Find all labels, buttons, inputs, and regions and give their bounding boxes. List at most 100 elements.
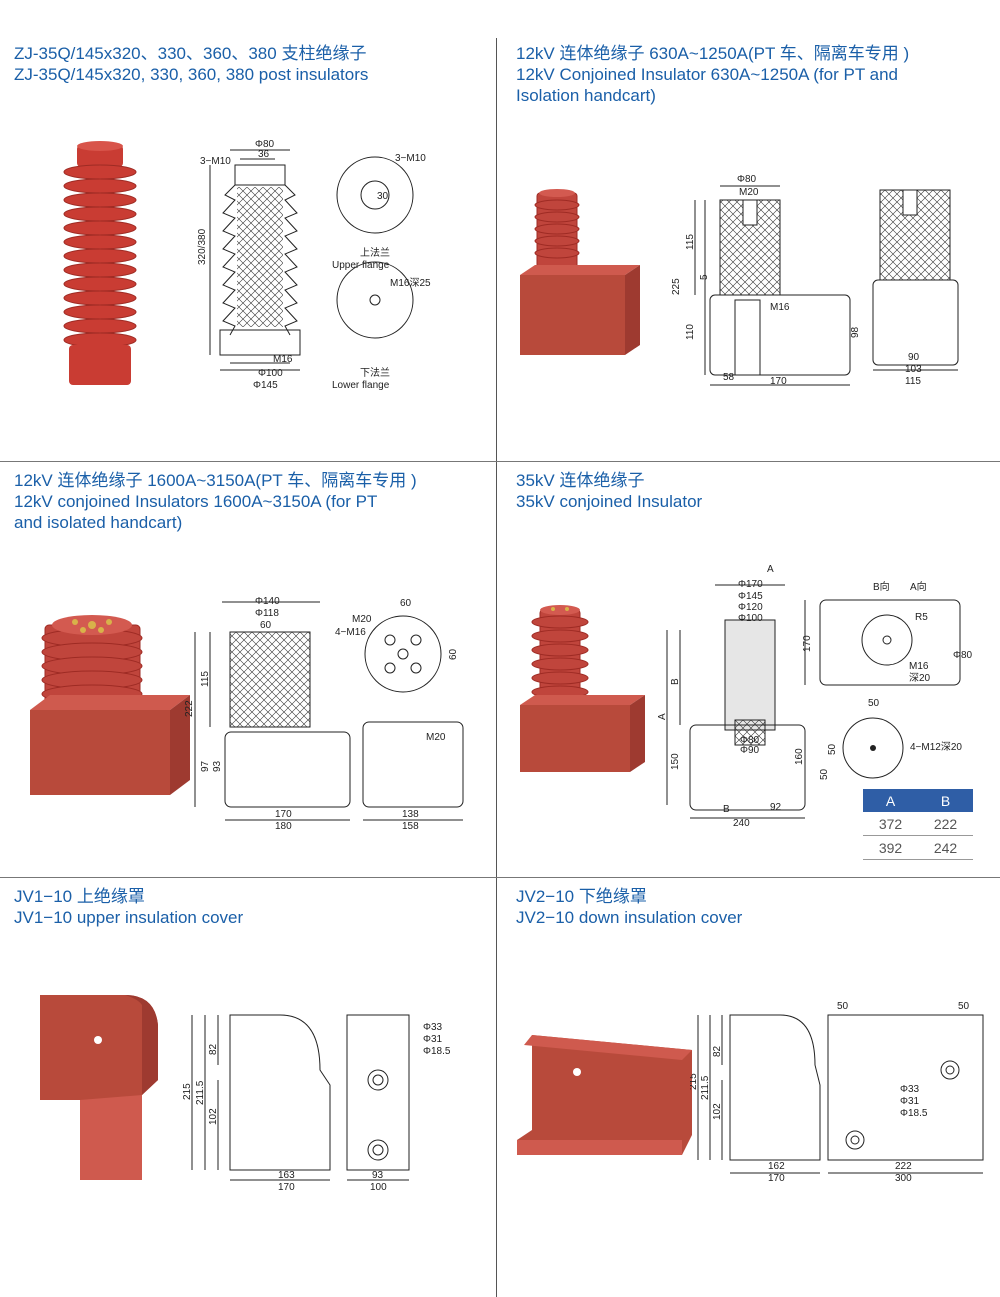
svg-text:3−M10: 3−M10 <box>200 156 231 167</box>
svg-text:58: 58 <box>723 372 735 383</box>
conjoined-insulator-35kv-drawing: A Φ170 Φ145 Φ120 Φ100 A B 150 Φ80 Φ90 16… <box>657 564 973 829</box>
svg-text:Φ145: Φ145 <box>253 380 278 391</box>
upper-cover-drawing: Φ33 Φ31 Φ18.5 82 215 211.5 102 163 170 9… <box>182 1014 451 1193</box>
svg-text:60: 60 <box>260 620 272 631</box>
svg-text:211.5: 211.5 <box>195 1080 206 1105</box>
svg-text:163: 163 <box>278 1170 295 1181</box>
svg-text:M20: M20 <box>352 614 372 625</box>
svg-text:50: 50 <box>837 1001 849 1012</box>
svg-text:Upper flange: Upper flange <box>332 260 390 271</box>
svg-text:100: 100 <box>370 1182 387 1193</box>
svg-text:93: 93 <box>372 1170 384 1181</box>
svg-text:A: A <box>767 564 774 575</box>
svg-text:M20: M20 <box>426 732 446 743</box>
upper-cover-photo <box>40 995 158 1180</box>
svg-text:115: 115 <box>905 376 921 387</box>
down-cover-photo <box>517 1035 692 1155</box>
svg-text:170: 170 <box>770 376 787 387</box>
svg-text:170: 170 <box>802 635 813 652</box>
svg-text:215: 215 <box>690 1073 699 1090</box>
svg-text:60: 60 <box>400 598 412 609</box>
svg-text:Φ90: Φ90 <box>740 745 760 756</box>
svg-text:170: 170 <box>768 1173 785 1184</box>
svg-text:138: 138 <box>402 809 419 820</box>
svg-text:240: 240 <box>733 818 750 829</box>
svg-text:98: 98 <box>850 326 861 338</box>
svg-text:Φ18.5: Φ18.5 <box>423 1046 451 1057</box>
svg-text:225: 225 <box>671 278 682 295</box>
svg-text:Φ80: Φ80 <box>737 174 757 185</box>
svg-text:Φ33: Φ33 <box>900 1084 920 1095</box>
table-row: 372 222 <box>863 812 973 836</box>
svg-text:110: 110 <box>685 324 696 340</box>
svg-text:M16: M16 <box>770 302 790 313</box>
conjoined-insulator-630-drawing: Φ80 M20 115 225 5 110 M16 98 58 170 90 1… <box>671 174 959 387</box>
conjoined-insulator-1600-photo <box>30 615 190 795</box>
section-4-title: 35kV 连体绝缘子 35kV conjoined Insulator <box>516 471 703 511</box>
horizontal-divider-2 <box>0 877 1000 878</box>
svg-text:82: 82 <box>208 1043 219 1055</box>
svg-text:4−M16: 4−M16 <box>335 627 366 638</box>
table-header-a: A <box>863 789 918 812</box>
vertical-divider <box>496 38 497 1297</box>
svg-text:Φ145: Φ145 <box>738 591 763 602</box>
conjoined-insulator-630-photo <box>520 189 640 355</box>
svg-text:B: B <box>723 804 730 815</box>
svg-text:Lower flange: Lower flange <box>332 380 390 391</box>
svg-text:170: 170 <box>275 809 292 820</box>
svg-text:150: 150 <box>670 753 681 770</box>
svg-text:R5: R5 <box>915 612 928 623</box>
svg-text:50: 50 <box>868 698 880 709</box>
svg-text:B向: B向 <box>873 580 890 593</box>
svg-text:30: 30 <box>377 191 389 202</box>
svg-text:Φ120: Φ120 <box>738 602 763 613</box>
svg-text:102: 102 <box>712 1103 723 1120</box>
table-row: 392 242 <box>863 835 973 860</box>
svg-text:Φ18.5: Φ18.5 <box>900 1108 928 1119</box>
svg-text:3−M10: 3−M10 <box>395 153 426 164</box>
svg-text:60: 60 <box>448 648 459 660</box>
svg-text:50: 50 <box>958 1001 970 1012</box>
svg-text:222: 222 <box>895 1161 912 1172</box>
svg-text:92: 92 <box>770 802 782 813</box>
svg-text:50: 50 <box>819 768 830 780</box>
svg-text:97: 97 <box>200 760 211 772</box>
svg-text:Φ140: Φ140 <box>255 596 280 607</box>
svg-text:115: 115 <box>200 671 211 687</box>
svg-text:上法兰: 上法兰 <box>360 246 390 259</box>
svg-text:M20: M20 <box>739 187 759 198</box>
svg-text:90: 90 <box>908 352 920 363</box>
svg-text:222: 222 <box>184 700 195 717</box>
svg-text:Φ80: Φ80 <box>740 735 760 746</box>
svg-text:B: B <box>670 678 681 685</box>
svg-text:115: 115 <box>685 234 696 250</box>
svg-text:211.5: 211.5 <box>700 1075 711 1100</box>
svg-text:Φ100: Φ100 <box>738 613 763 624</box>
svg-text:M16: M16 <box>273 354 293 365</box>
svg-text:170: 170 <box>278 1182 295 1193</box>
svg-text:93: 93 <box>212 760 223 772</box>
svg-text:102: 102 <box>208 1108 219 1125</box>
svg-text:320/380: 320/380 <box>197 228 208 265</box>
svg-text:5: 5 <box>699 274 710 280</box>
conjoined-insulator-1600-drawing: Φ140 Φ118 60 115 222 97 93 170 180 M20 4… <box>184 596 464 832</box>
svg-text:Φ100: Φ100 <box>258 368 283 379</box>
section-3-title: 12kV 连体绝缘子 1600A~3150A(PT 车、隔离车专用 ) 12kV… <box>14 471 417 532</box>
svg-text:Φ31: Φ31 <box>900 1096 920 1107</box>
svg-text:36: 36 <box>258 149 270 160</box>
svg-text:162: 162 <box>768 1161 785 1172</box>
svg-text:160: 160 <box>794 748 805 765</box>
conjoined-insulator-35kv-photo <box>520 605 645 772</box>
horizontal-divider-1 <box>0 461 1000 462</box>
svg-text:深20: 深20 <box>909 672 931 684</box>
down-cover-drawing: 50 50 82 215 211.5 102 Φ33 Φ31 Φ18.5 162… <box>690 1001 984 1184</box>
svg-text:A向: A向 <box>910 580 927 593</box>
post-insulator-drawing: Φ80 3−M10 36 320/380 M16 Φ100 Φ145 3−M10… <box>197 139 431 391</box>
svg-text:Φ80: Φ80 <box>255 139 275 150</box>
svg-text:Φ118: Φ118 <box>255 608 279 619</box>
post-insulator-photo <box>63 141 137 385</box>
svg-text:下法兰: 下法兰 <box>360 366 390 379</box>
svg-text:M16深25: M16深25 <box>390 277 431 289</box>
svg-text:215: 215 <box>182 1083 193 1100</box>
svg-text:180: 180 <box>275 821 292 832</box>
